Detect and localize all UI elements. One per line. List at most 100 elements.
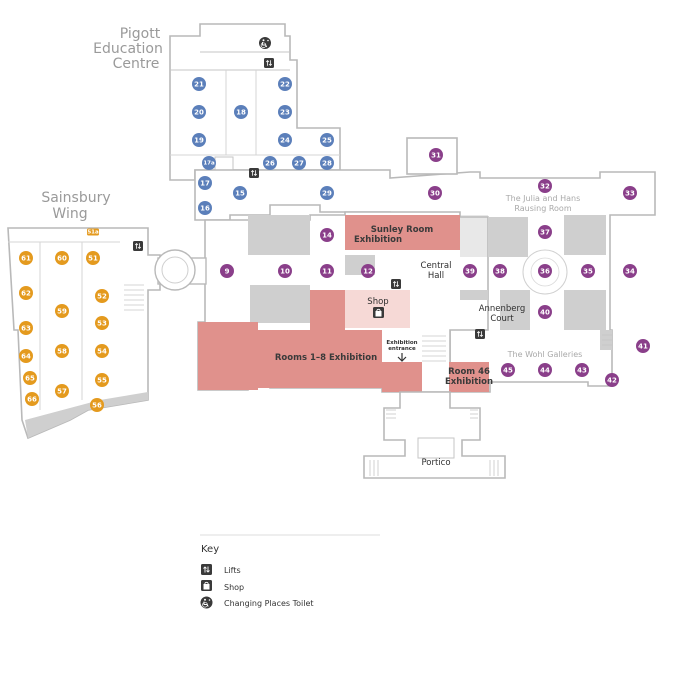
room-marker-27: 27 <box>292 156 306 170</box>
room-number-60: 60 <box>57 254 67 262</box>
room-marker-11: 11 <box>320 264 334 278</box>
julia-hans-room-label-line1: The Julia and Hans <box>505 194 581 203</box>
room-number-37: 37 <box>540 228 550 236</box>
room-marker-59: 59 <box>55 304 69 318</box>
sainsbury-label-line1: Sainsbury <box>41 190 110 206</box>
room-marker-35: 35 <box>581 264 595 278</box>
room-number-15: 15 <box>235 189 245 197</box>
pigott-wing-block <box>169 23 341 181</box>
main-stairs <box>422 334 612 362</box>
key-lifts-label: Lifts <box>224 566 241 575</box>
room-number-14: 14 <box>322 231 332 239</box>
room-number-51a: 51a <box>87 229 99 235</box>
shop-icon <box>201 580 212 591</box>
exhibition-entrance-label-line1: Exhibition <box>386 340 417 346</box>
room-number-19: 19 <box>194 136 204 144</box>
room-number-64: 64 <box>21 352 31 360</box>
room-number-17a: 17a <box>203 160 215 166</box>
room-marker-42: 42 <box>605 373 619 387</box>
room-marker-56: 56 <box>90 398 104 412</box>
lift-icon <box>133 241 143 251</box>
room-marker-18: 18 <box>234 105 248 119</box>
room-marker-62: 62 <box>19 286 33 300</box>
room-number-18: 18 <box>236 108 246 116</box>
room-marker-51a: 51a <box>87 228 99 236</box>
room-number-51: 51 <box>88 254 98 262</box>
room-number-55: 55 <box>97 376 107 384</box>
room-number-56: 56 <box>92 401 102 409</box>
central-hall-label-line1: Central <box>421 261 452 271</box>
room-marker-33: 33 <box>623 186 637 200</box>
room-number-33: 33 <box>625 189 635 197</box>
room-marker-15: 15 <box>233 186 247 200</box>
annenberg-court-label-line1: Annenberg <box>479 304 526 314</box>
exhibition-areas <box>198 215 489 392</box>
room-marker-19: 19 <box>192 133 206 147</box>
room-number-26: 26 <box>265 159 275 167</box>
room-number-30: 30 <box>430 189 440 197</box>
map-key: Key Lifts Shop Changing Places Toilet <box>200 534 380 609</box>
room-number-21: 21 <box>194 80 204 88</box>
room-number-54: 54 <box>97 347 107 355</box>
lift-icon <box>249 168 259 178</box>
room-number-17: 17 <box>200 179 210 187</box>
room-marker-31: 31 <box>429 148 443 162</box>
room-number-45: 45 <box>503 366 513 374</box>
room-number-39: 39 <box>465 267 475 275</box>
room-marker-21: 21 <box>192 77 206 91</box>
room-marker-54: 54 <box>95 344 109 358</box>
shop-label: Shop <box>367 297 388 307</box>
room-marker-30: 30 <box>428 186 442 200</box>
room-number-16: 16 <box>200 204 210 212</box>
room-marker-55: 55 <box>95 373 109 387</box>
room-number-9: 9 <box>225 267 230 275</box>
pigott-label-line3: Centre <box>113 56 160 72</box>
lift-icon <box>201 564 212 575</box>
annenberg-court-label-line2: Court <box>490 314 514 324</box>
pigott-label: Pigott Education Centre <box>93 26 163 72</box>
room-marker-51: 51 <box>86 251 100 265</box>
room-marker-63: 63 <box>19 321 33 335</box>
room-marker-32: 32 <box>538 179 552 193</box>
portico-block <box>363 391 506 479</box>
room-number-57: 57 <box>57 387 67 395</box>
sainsbury-label-line2: Wing <box>52 206 87 222</box>
changing-places-toilet-icon <box>200 596 213 609</box>
exhibition-entrance-arrow-icon <box>397 353 407 362</box>
room-number-35: 35 <box>583 267 593 275</box>
room-number-31: 31 <box>431 151 441 159</box>
key-title: Key <box>201 544 219 555</box>
pigott-label-line1: Pigott <box>120 26 161 42</box>
room-number-41: 41 <box>638 342 648 350</box>
room-number-23: 23 <box>280 108 290 116</box>
room-marker-57: 57 <box>55 384 69 398</box>
non-public-areas <box>248 215 612 350</box>
room-marker-9: 9 <box>220 264 234 278</box>
room-number-53: 53 <box>97 319 107 327</box>
room-number-29: 29 <box>322 189 332 197</box>
room-marker-45: 45 <box>501 363 515 377</box>
room-marker-44: 44 <box>538 363 552 377</box>
room-number-61: 61 <box>21 254 31 262</box>
central-hall-label-line2: Hall <box>428 271 444 281</box>
room-number-65: 65 <box>25 374 35 382</box>
room-marker-36: 36 <box>538 264 552 278</box>
pigott-label-line2: Education <box>93 41 163 57</box>
room-marker-58: 58 <box>55 344 69 358</box>
room-number-24: 24 <box>280 136 290 144</box>
room-number-12: 12 <box>363 267 373 275</box>
room-marker-22: 22 <box>278 77 292 91</box>
room-marker-28: 28 <box>320 156 334 170</box>
sunley-room-label-line2: Exhibition <box>354 235 402 245</box>
room-number-62: 62 <box>21 289 31 297</box>
room-marker-23: 23 <box>278 105 292 119</box>
room-number-66: 66 <box>27 395 37 403</box>
room-marker-43: 43 <box>575 363 589 377</box>
room-marker-14: 14 <box>320 228 334 242</box>
room-number-38: 38 <box>495 267 505 275</box>
room-number-27: 27 <box>294 159 304 167</box>
room-marker-25: 25 <box>320 133 334 147</box>
room-number-32: 32 <box>540 182 550 190</box>
room-marker-39: 39 <box>463 264 477 278</box>
room-number-34: 34 <box>625 267 635 275</box>
